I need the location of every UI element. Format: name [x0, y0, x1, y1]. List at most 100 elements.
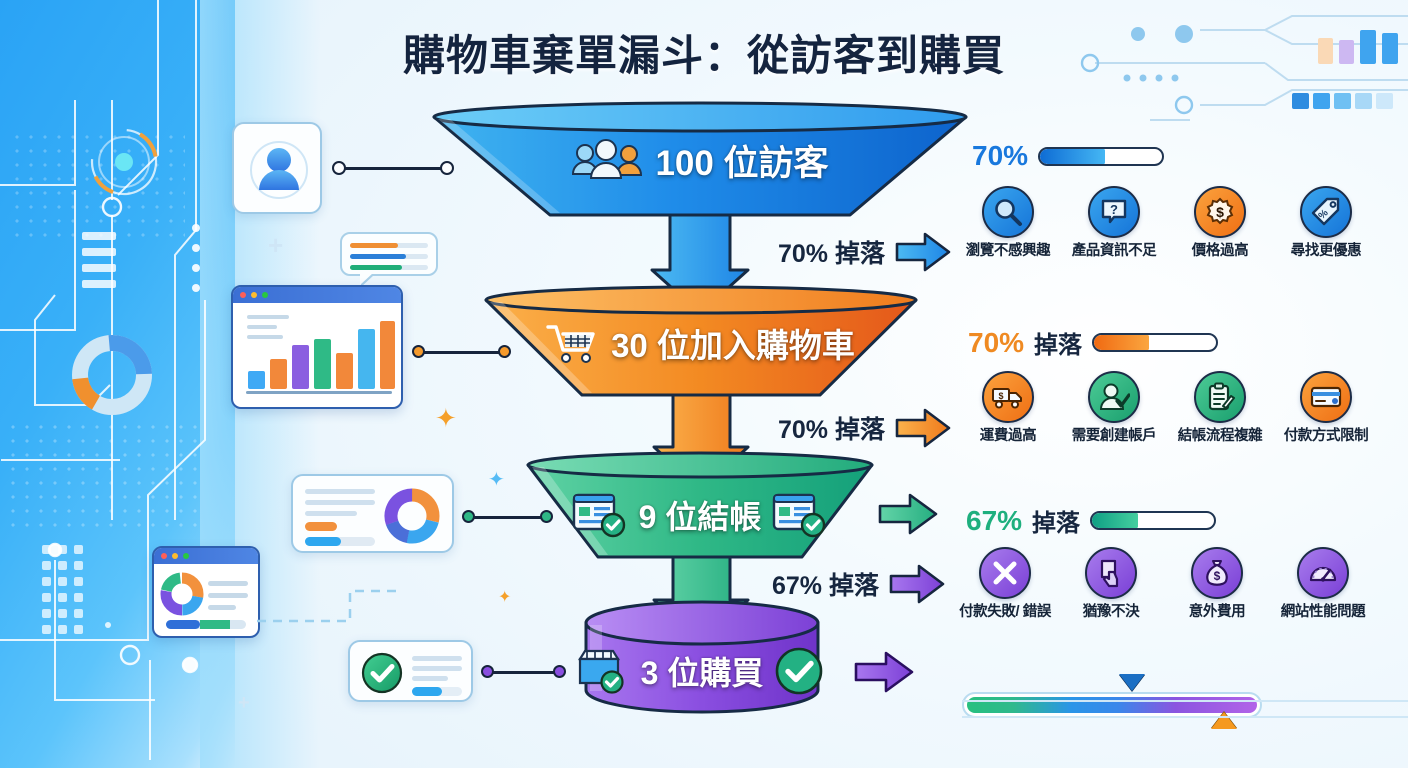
reason-label: 網站性能問題	[1280, 604, 1366, 620]
svg-text:?: ?	[1110, 202, 1118, 217]
shopping-cart-icon	[546, 325, 595, 363]
funnel-stage-visitors-label: 100 位訪客	[655, 143, 829, 183]
reason-label: 運費過高	[979, 428, 1037, 444]
shipping-truck-dollar-icon: $	[982, 371, 1034, 423]
panel-1-pct: 70%	[972, 140, 1029, 171]
connector-dot-3b	[540, 510, 553, 523]
plus-decor-1: +	[268, 230, 284, 260]
reason-label: 意外費用	[1188, 604, 1246, 620]
page-title: 購物車棄單漏斗：從訪客到購買	[402, 32, 1005, 79]
reason-label: 需要創建帳戶	[1071, 428, 1157, 444]
speed-gauge-icon	[1297, 547, 1349, 599]
marker-down-icon	[1119, 674, 1145, 691]
reason-item[interactable]: $ 意外費用	[1167, 547, 1267, 621]
funnel-stage-purchase[interactable]: 3 位購買	[420, 647, 980, 695]
panel-cart-reasons: $ 運費過高 需要創建帳戶	[958, 371, 1376, 445]
donut-chart-card	[291, 474, 454, 553]
reason-item[interactable]: 付款失敗/ 錯誤	[955, 547, 1055, 621]
reason-item[interactable]: $ 運費過高	[958, 371, 1058, 445]
svg-text:$: $	[998, 391, 1003, 401]
panel-browse-reasons: 瀏覽不感興趣 ? 產品資訊不足 $ 價格過高	[958, 186, 1376, 260]
checkout-form-check-icon	[572, 493, 625, 538]
connector-dot-2a	[412, 345, 425, 358]
funnel-diagram	[432, 101, 968, 714]
connector-line-1	[338, 167, 448, 170]
drop-label-3: 67% 掉落	[772, 564, 947, 604]
panel-2-progress-bar	[1092, 333, 1219, 352]
reason-item[interactable]: $ 價格過高	[1170, 186, 1270, 260]
dot-grid-bottom	[6, 420, 206, 535]
sparkle-3: ✦	[498, 589, 512, 606]
price-tag-icon: %	[1300, 186, 1352, 238]
reason-item[interactable]: 網站性能問題	[1273, 547, 1373, 621]
funnel-stage-cart-label: 30 位加入購物車	[611, 327, 855, 364]
drop-arrow-1-icon	[895, 232, 951, 272]
connector-line-4	[487, 671, 561, 674]
drop-label-1: 70% 掉落	[778, 232, 953, 272]
reason-label: 猶豫不決	[1082, 604, 1140, 620]
donut-chart-window	[152, 546, 260, 638]
checkout-form-check-icon	[773, 493, 826, 538]
plus-decor-2: +	[238, 692, 250, 714]
marker-up-icon	[1211, 712, 1237, 729]
reason-item[interactable]: 瀏覽不感興趣	[958, 186, 1058, 260]
connector-dot-4b	[553, 665, 566, 678]
svg-text:$: $	[1216, 204, 1224, 220]
reason-label: 產品資訊不足	[1071, 243, 1157, 259]
hand-tap-icon	[1085, 547, 1137, 599]
panel-3-word: 掉落	[1032, 510, 1081, 537]
svg-text:$: $	[1214, 569, 1221, 583]
reason-label: 結帳流程複雜	[1177, 428, 1263, 444]
funnel-stage-checkout[interactable]: 9 位結帳	[420, 492, 980, 538]
drop-label-2: 70% 掉落	[778, 408, 953, 448]
chat-bubble-card	[340, 232, 438, 276]
bottom-guide-line	[962, 700, 1408, 702]
reason-item[interactable]: % 尋找更優惠	[1276, 186, 1376, 260]
sparkle-2: ✦	[488, 469, 505, 491]
drop-label-3-text: 67% 掉落	[772, 572, 879, 600]
funnel-stage-purchase-label: 3 位購買	[640, 655, 764, 691]
reason-item[interactable]: 付款方式限制	[1276, 371, 1376, 445]
reason-item[interactable]: 結帳流程複雜	[1170, 371, 1270, 445]
connector-dot-4a	[481, 665, 494, 678]
reason-item[interactable]: 猶豫不決	[1061, 547, 1161, 621]
sparkle-1: ✦	[435, 403, 457, 433]
connector-line-2	[418, 351, 506, 354]
connector-line-3	[468, 516, 548, 519]
drop-arrow-3-icon	[889, 564, 945, 604]
storefront-check-icon	[577, 649, 624, 694]
bar-chart-window	[231, 285, 403, 409]
checkout-forward-arrow-icon	[878, 493, 938, 535]
connector-dot-1b	[440, 161, 454, 175]
panel-2-word: 掉落	[1034, 332, 1083, 359]
panel-checkout-drop-header: 67% 掉落	[966, 503, 1217, 538]
success-check-card	[348, 640, 473, 702]
panel-cart-drop-header: 70% 掉落	[968, 325, 1219, 360]
people-group-icon	[572, 139, 643, 179]
question-card-icon: ?	[1088, 186, 1140, 238]
magnifier-icon	[982, 186, 1034, 238]
reason-label: 價格過高	[1191, 243, 1249, 259]
connector-dot-2b	[498, 345, 511, 358]
green-check-circle-icon	[776, 647, 823, 695]
reason-label: 尋找更優惠	[1290, 243, 1362, 259]
money-bag-icon: $	[1191, 547, 1243, 599]
panel-3-pct: 67%	[966, 504, 1023, 536]
bottom-guide-line-2	[962, 716, 1408, 718]
connector-dot-3a	[462, 510, 475, 523]
reason-item[interactable]: ? 產品資訊不足	[1064, 186, 1164, 260]
credit-card-icon	[1300, 371, 1352, 423]
funnel-stage-checkout-label: 9 位結帳	[638, 499, 762, 535]
funnel-stage-visitors[interactable]: 100 位訪客	[420, 136, 980, 184]
user-check-icon	[1088, 371, 1140, 423]
connector-dot-1a	[332, 161, 346, 175]
dot-grid-top	[10, 130, 185, 240]
panel-1-progress-bar	[1038, 146, 1165, 166]
reason-label: 付款方式限制	[1283, 428, 1369, 444]
funnel-stage-cart[interactable]: 30 位加入購物車	[420, 320, 980, 366]
drop-label-2-text: 70% 掉落	[778, 416, 885, 444]
reason-item[interactable]: 需要創建帳戶	[1064, 371, 1164, 445]
panel-browse-drop-header: 70%	[972, 140, 1165, 172]
panel-3-progress-bar	[1090, 511, 1217, 530]
drop-arrow-2-icon	[895, 408, 951, 448]
